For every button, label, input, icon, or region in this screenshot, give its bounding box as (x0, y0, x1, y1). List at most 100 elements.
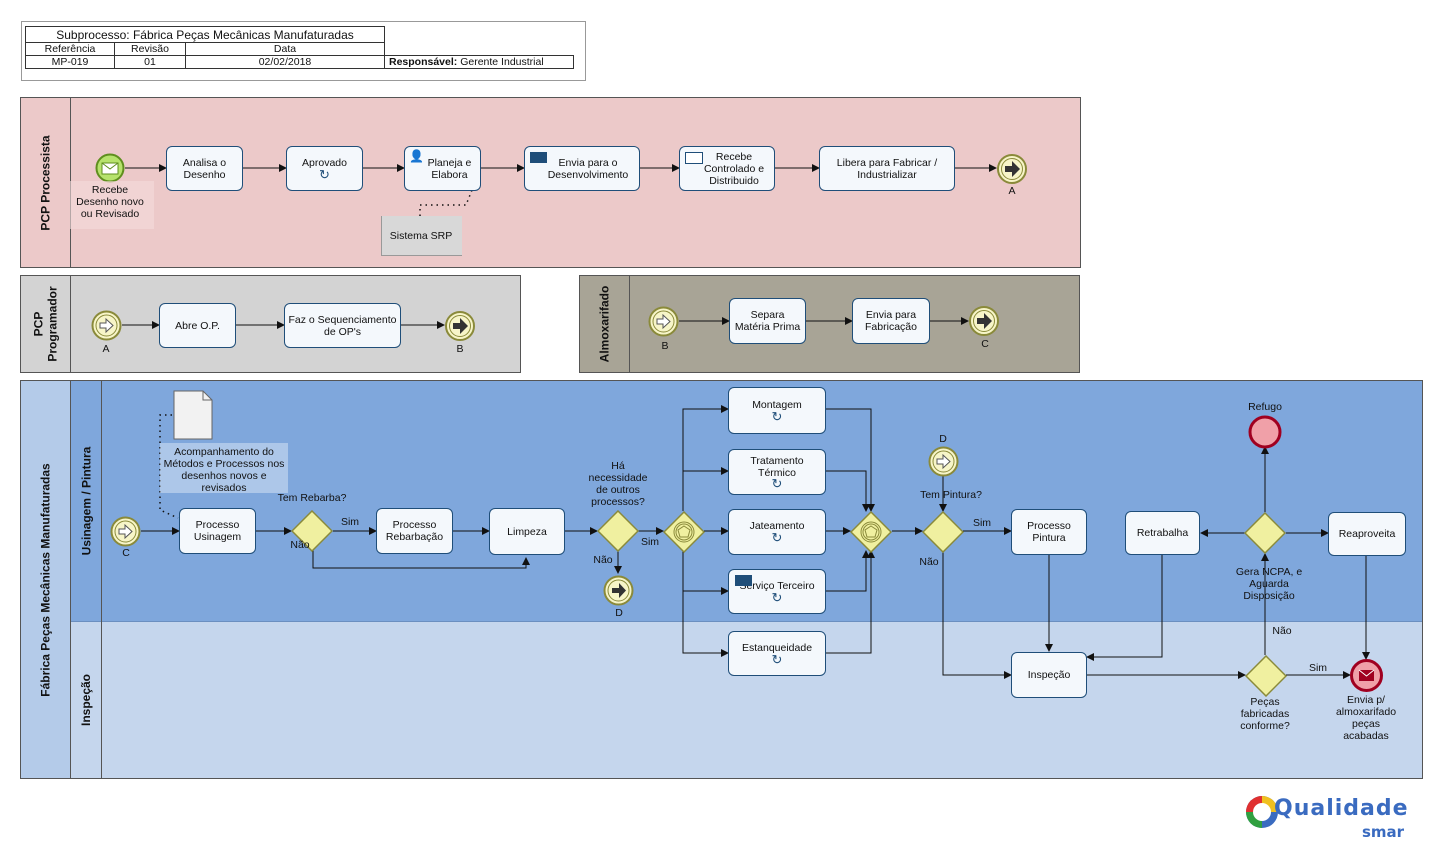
q-outros-label: Há necessidade de outros processos? (588, 460, 648, 508)
link-throw-event-d[interactable] (603, 575, 634, 606)
task-recebe-controlado[interactable]: Recebe Controlado e Distribuido (679, 146, 775, 191)
header-resp-value: Gerente Industrial (460, 56, 544, 68)
loop-icon: ↻ (771, 589, 783, 605)
task-reaproveita[interactable]: Reaproveita (1328, 512, 1406, 556)
loop-icon: ↻ (771, 476, 783, 491)
task-inspecao[interactable]: Inspeção (1011, 652, 1087, 698)
task-processo-pintura[interactable]: Processo Pintura (1011, 509, 1087, 555)
task-separa-label: Separa Matéria Prima (734, 309, 801, 333)
header-resp-label: Responsável: (389, 56, 458, 68)
task-servico-terceiro[interactable]: Serviço Terceiro ↻ (728, 569, 826, 614)
header-ref: MP-019 (25, 55, 115, 69)
task-jateamento[interactable]: Jateamento ↻ (728, 509, 826, 555)
gateway-pintura[interactable] (921, 510, 965, 554)
task-planeja-elabora[interactable]: 👤 Planeja e Elabora (404, 146, 481, 191)
header-table: Subprocesso: Fábrica Peças Mecânicas Man… (21, 21, 586, 81)
link-a-label: A (1008, 185, 1016, 197)
task-planeja-label: Planeja e Elabora (427, 156, 472, 181)
start-label: Recebe Desenho novo ou Revisado (76, 184, 144, 220)
task-analisa-label: Analisa o Desenho (182, 156, 227, 181)
task-processo-usinagem[interactable]: Processo Usinagem (179, 508, 256, 554)
link-throw-event-b[interactable] (444, 310, 476, 342)
send-message-icon (530, 152, 547, 163)
task-estanqueidade[interactable]: Estanqueidade ↻ (728, 631, 826, 676)
end-event-refugo[interactable] (1248, 415, 1282, 449)
envia-almox-label: Envia p/ almoxarifado peças acabadas (1335, 694, 1397, 742)
sim2-label: Sim (640, 536, 660, 548)
gateway-split-processos[interactable] (662, 510, 706, 554)
doc-label: Acompanhamento do Métodos e Processos no… (163, 446, 285, 494)
task-retrabalha[interactable]: Retrabalha (1125, 511, 1200, 555)
nao2-label: Não (593, 554, 613, 566)
lane-label-usinagem: Usinagem / Pintura (71, 381, 102, 621)
receive-message-icon (685, 152, 703, 164)
header-date: 02/02/2018 (185, 55, 385, 69)
q-rebarba-label: Tem Rebarba? (277, 492, 347, 504)
almox-link-b-label: B (661, 340, 669, 352)
start-message-event[interactable] (95, 153, 125, 183)
task-envia-fab-label: Envia para Fabricação (865, 309, 917, 333)
task-tratamento-label: Tratamento Térmico (750, 455, 804, 479)
task-limpeza[interactable]: Limpeza (489, 508, 565, 555)
loop-icon: ↻ (771, 651, 783, 667)
logo: Qualidade smar (1240, 790, 1420, 845)
link-catch-event-c[interactable] (110, 516, 141, 547)
gateway-merge-processos[interactable] (849, 510, 893, 554)
task-terceiro-label: Serviço Terceiro (739, 579, 815, 592)
ncpa-label: Gera NCPA, e Aguarda Disposição (1235, 566, 1303, 602)
logo-globe-icon (1246, 796, 1278, 828)
pool-label-almox: Almoxarifado (580, 276, 630, 372)
nao4-label: Não (1272, 625, 1292, 637)
end-message-event[interactable] (1350, 659, 1383, 692)
task-recebe-label: Recebe Controlado e Distribuido (703, 150, 765, 187)
link-catch-event-a[interactable] (91, 310, 122, 341)
link-throw-event-a[interactable] (996, 153, 1028, 185)
gateway-outros-processos[interactable] (596, 509, 640, 553)
task-sequenciamento[interactable]: Faz o Sequenciamento de OP's (284, 303, 401, 348)
link-throw-event-c[interactable] (968, 305, 1000, 337)
task-libera-fabricar[interactable]: Libera para Fabricar / Industrializar (819, 146, 955, 191)
task-libera-label: Libera para Fabricar / Industrializar (836, 156, 938, 181)
task-aprovado-label: Aprovado (302, 156, 347, 169)
header-responsible: Responsável: Gerente Industrial (384, 55, 574, 69)
task-estanqueidade-label: Estanqueidade (741, 641, 813, 654)
task-analisa-desenho[interactable]: Analisa o Desenho (166, 146, 243, 191)
gateway-rebarba[interactable] (290, 509, 334, 553)
link-catch-event-b[interactable] (648, 306, 679, 337)
task-pintura-label: Processo Pintura (1027, 520, 1071, 544)
sistema-srp-box (381, 216, 462, 256)
link-catch-event-d[interactable] (928, 446, 959, 477)
task-tratamento-termico[interactable]: Tratamento Térmico ↻ (728, 449, 826, 495)
task-aprovado[interactable]: Aprovado ↻ (286, 146, 363, 191)
task-abre-op[interactable]: Abre O.P. (159, 303, 236, 348)
header-rev: 01 (114, 55, 186, 69)
link-d1-label: D (615, 607, 623, 619)
gateway-ncpa[interactable] (1243, 511, 1287, 555)
task-envia-fabricacao[interactable]: Envia para Fabricação (852, 298, 930, 344)
task-abre-label: Abre O.P. (175, 319, 220, 332)
start-label-box (70, 181, 154, 229)
pool-label-fabrica: Fábrica Peças Mecânicas Manufaturadas (21, 381, 71, 778)
task-limpeza-label: Limpeza (507, 525, 547, 538)
nao1-label: Não (290, 539, 310, 551)
task-montagem[interactable]: Montagem ↻ (728, 387, 826, 434)
task-separa-materia[interactable]: Separa Matéria Prima (729, 298, 806, 344)
task-processo-rebarbacao[interactable]: Processo Rebarbação (376, 508, 453, 554)
q-pintura-label: Tem Pintura? (920, 489, 982, 501)
send-message-icon (735, 575, 752, 586)
task-envia-desenv-label: Envia para o Desenvolvimento (547, 156, 629, 181)
almox-link-c-label: C (981, 338, 989, 350)
doc-label-box (160, 443, 288, 493)
sim3-label: Sim (972, 517, 992, 529)
task-envia-desenvolvimento[interactable]: Envia para o Desenvolvimento (524, 146, 640, 191)
gateway-conforme[interactable] (1244, 654, 1288, 698)
loop-icon: ↻ (771, 530, 783, 545)
loop-icon: ↻ (319, 166, 330, 182)
task-jateamento-label: Jateamento (749, 520, 805, 532)
sistema-srp-label: Sistema SRP (389, 230, 453, 242)
q-conforme-label: Peças fabricadas conforme? (1240, 696, 1290, 732)
prog-link-b-label: B (456, 343, 464, 355)
link-d2-label: D (939, 433, 947, 445)
task-rebarbacao-label: Processo Rebarbação (385, 519, 444, 543)
